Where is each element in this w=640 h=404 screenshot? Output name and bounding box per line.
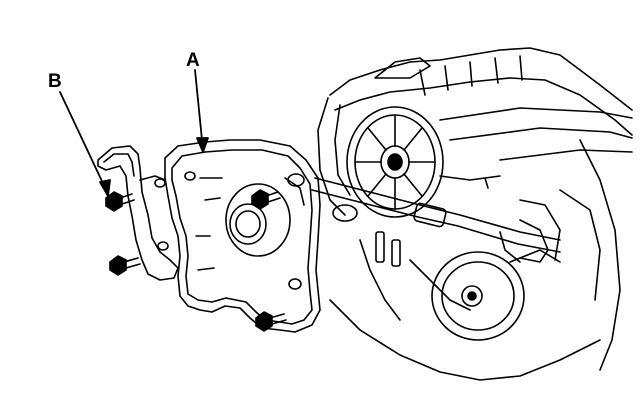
camshaft-pulley [346, 106, 444, 218]
leader-line-a [194, 69, 204, 151]
bolt-lower-left [109, 255, 141, 276]
bolts [105, 189, 287, 332]
leader-line-b [59, 91, 109, 195]
bolt-upper-left [105, 191, 135, 212]
engine-block [317, 47, 633, 381]
bolt-cover-bottom [255, 311, 287, 332]
timing-cover [164, 139, 321, 333]
callout-label-a: A [186, 50, 200, 71]
bracket [97, 145, 179, 281]
pipe-assembly [311, 175, 561, 253]
callout-label-b: B [48, 71, 62, 92]
lower-pulley [431, 249, 561, 341]
leader-arrow-b [99, 179, 111, 197]
leader-lines [59, 69, 209, 197]
bolt-cover-center [251, 189, 281, 210]
leader-arrow-a [196, 137, 209, 153]
